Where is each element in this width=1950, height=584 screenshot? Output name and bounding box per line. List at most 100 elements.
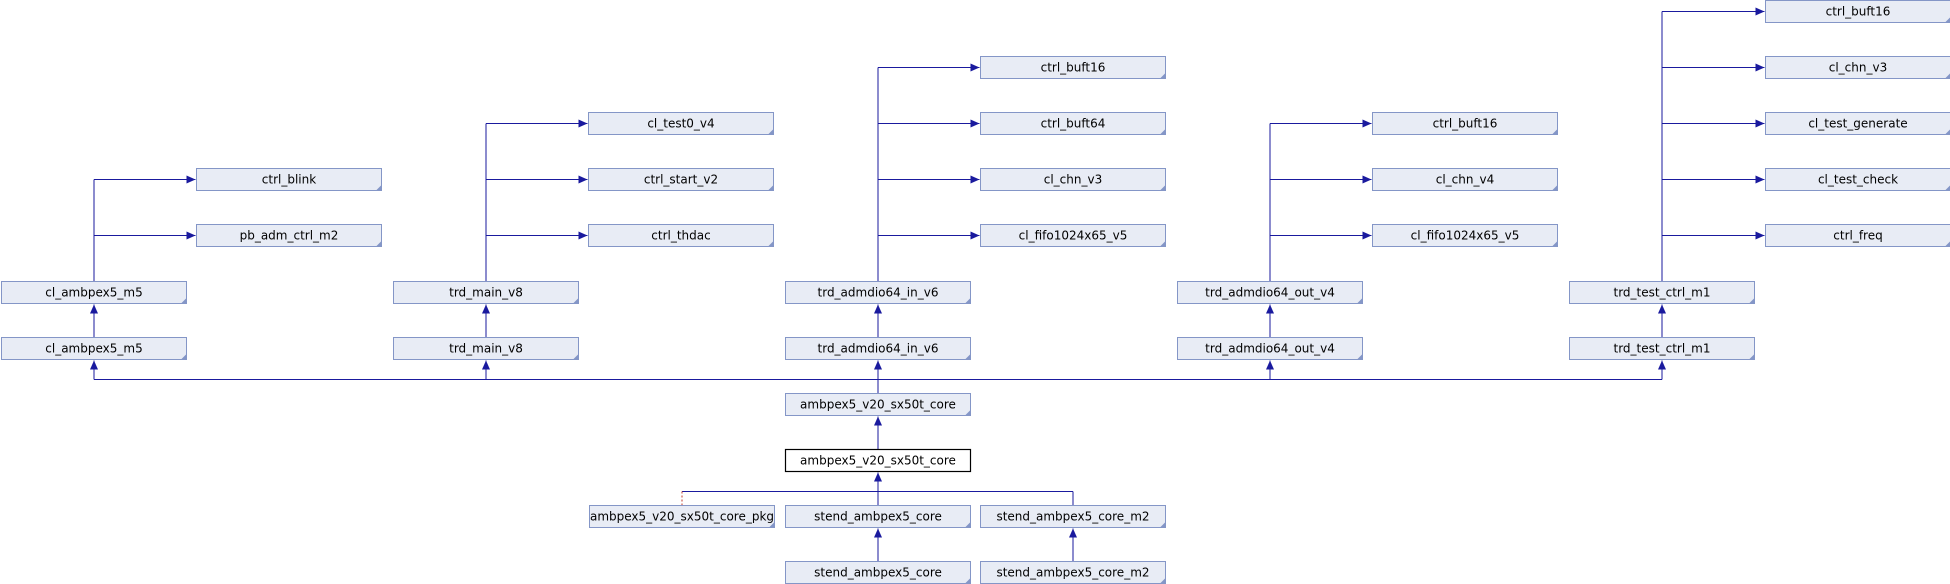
node-box [1372,224,1558,247]
node-cl-test0[interactable]: cl_test0_v4 [588,112,774,135]
node-in-fifo[interactable]: cl_fifo1024x65_v5 [980,224,1166,247]
node-label: trd_admdio64_in_v6 [818,342,939,356]
node-label: ambpex5_v20_sx50t_core [800,454,956,468]
node-corner-fold [965,578,971,584]
node-box [196,168,382,191]
node-test-top[interactable]: trd_test_ctrl_m1 [1569,281,1755,304]
node-corner-fold [768,129,774,135]
node-corner-fold [1945,73,1950,79]
node-corner-fold [181,298,187,304]
node-corner-fold [768,241,774,247]
node-clamb5-bot[interactable]: cl_ambpex5_m5 [1,337,187,360]
node-trdmain-bot[interactable]: trd_main_v8 [393,337,579,360]
node-label: cl_test0_v4 [647,117,714,131]
arrow-right [186,231,196,240]
node-corner-fold [965,522,971,528]
arrow-right [970,119,980,128]
arrow-up [874,304,882,314]
arrow-right [1362,175,1372,184]
node-corner-fold [1160,129,1166,135]
node-test-check[interactable]: cl_test_check [1765,168,1950,191]
node-core-pkg[interactable]: ambpex5_v20_sx50t_core_pkg [589,505,775,528]
node-pb-adm[interactable]: pb_adm_ctrl_m2 [196,224,382,247]
node-trdmain-top[interactable]: trd_main_v8 [393,281,579,304]
node-stend-bot[interactable]: stend_ambpex5_core [785,561,971,584]
node-label: ambpex5_v20_sx50t_core_pkg [590,510,774,524]
node-box [588,112,774,135]
node-corner-fold [1160,185,1166,191]
node-label: trd_test_ctrl_m1 [1614,286,1711,300]
arrow-right [186,175,196,184]
node-out-bot[interactable]: trd_admdio64_out_v4 [1177,337,1363,360]
node-box [1765,224,1950,247]
node-label: pb_adm_ctrl_m2 [240,229,339,243]
node-out-buft16[interactable]: ctrl_buft16 [1372,112,1558,135]
arrow-up [1266,360,1274,370]
node-corner-fold [1357,354,1363,360]
node-label: ctrl_buft64 [1041,117,1106,131]
arrow-up [90,304,98,314]
arrow-up [90,360,98,370]
node-label: ctrl_start_v2 [644,173,718,187]
node-box [1372,168,1558,191]
node-label: ctrl_buft16 [1041,61,1106,75]
node-label: ctrl_freq [1833,229,1882,243]
node-in-bot[interactable]: trd_admdio64_in_v6 [785,337,971,360]
node-ctrl-blink[interactable]: ctrl_blink [196,168,382,191]
node-in-chn[interactable]: cl_chn_v3 [980,168,1166,191]
node-test-freq[interactable]: ctrl_freq [1765,224,1950,247]
node-label: cl_chn_v4 [1436,173,1494,187]
node-box [589,505,775,528]
node-label: trd_admdio64_in_v6 [818,286,939,300]
node-out-chn[interactable]: cl_chn_v4 [1372,168,1558,191]
node-in-buft16[interactable]: ctrl_buft16 [980,56,1166,79]
node-label: stend_ambpex5_core [814,566,942,580]
node-box [980,168,1166,191]
node-label: cl_fifo1024x65_v5 [1019,229,1128,243]
node-core-ent[interactable]: ambpex5_v20_sx50t_core [784,448,972,473]
node-core-arch[interactable]: ambpex5_v20_sx50t_core [785,393,971,416]
node-stendm2-bot[interactable]: stend_ambpex5_core_m2 [980,561,1166,584]
node-box [785,505,971,528]
node-corner-fold [965,298,971,304]
arrow-right [1755,175,1765,184]
node-box [784,448,972,473]
node-test-bot[interactable]: trd_test_ctrl_m1 [1569,337,1755,360]
node-label: cl_chn_v3 [1829,61,1887,75]
node-ctrl-thdac[interactable]: ctrl_thdac [588,224,774,247]
node-box [393,337,579,360]
node-out-fifo[interactable]: cl_fifo1024x65_v5 [1372,224,1558,247]
node-corner-fold [1945,17,1950,23]
node-in-buft64[interactable]: ctrl_buft64 [980,112,1166,135]
node-stendm2-mid[interactable]: stend_ambpex5_core_m2 [980,505,1166,528]
node-label: trd_admdio64_out_v4 [1205,286,1335,300]
node-label: ctrl_buft16 [1433,117,1498,131]
arrow-up [482,360,490,370]
node-out-top[interactable]: trd_admdio64_out_v4 [1177,281,1363,304]
node-box [1177,337,1363,360]
node-corner-fold [1160,578,1166,584]
node-ctrl-start[interactable]: ctrl_start_v2 [588,168,774,191]
arrow-right [1755,231,1765,240]
node-corner-fold [1749,354,1755,360]
node-test-chn[interactable]: cl_chn_v3 [1765,56,1950,79]
node-stend-mid[interactable]: stend_ambpex5_core [785,505,971,528]
node-corner-fold [376,185,382,191]
node-corner-fold [181,354,187,360]
arrow-right [578,119,588,128]
arrow-right [1755,119,1765,128]
node-test-gen[interactable]: cl_test_generate [1765,112,1950,135]
node-in-top[interactable]: trd_admdio64_in_v6 [785,281,971,304]
node-box [1,337,187,360]
node-label: ctrl_buft16 [1826,5,1891,19]
node-box [1177,281,1363,304]
node-label: trd_admdio64_out_v4 [1205,342,1335,356]
node-corner-fold [768,185,774,191]
node-box [588,224,774,247]
arrow-up [874,416,882,426]
node-test-buft16[interactable]: ctrl_buft16 [1765,0,1950,23]
arrow-up [1266,304,1274,314]
node-clamb5-top[interactable]: cl_ambpex5_m5 [1,281,187,304]
